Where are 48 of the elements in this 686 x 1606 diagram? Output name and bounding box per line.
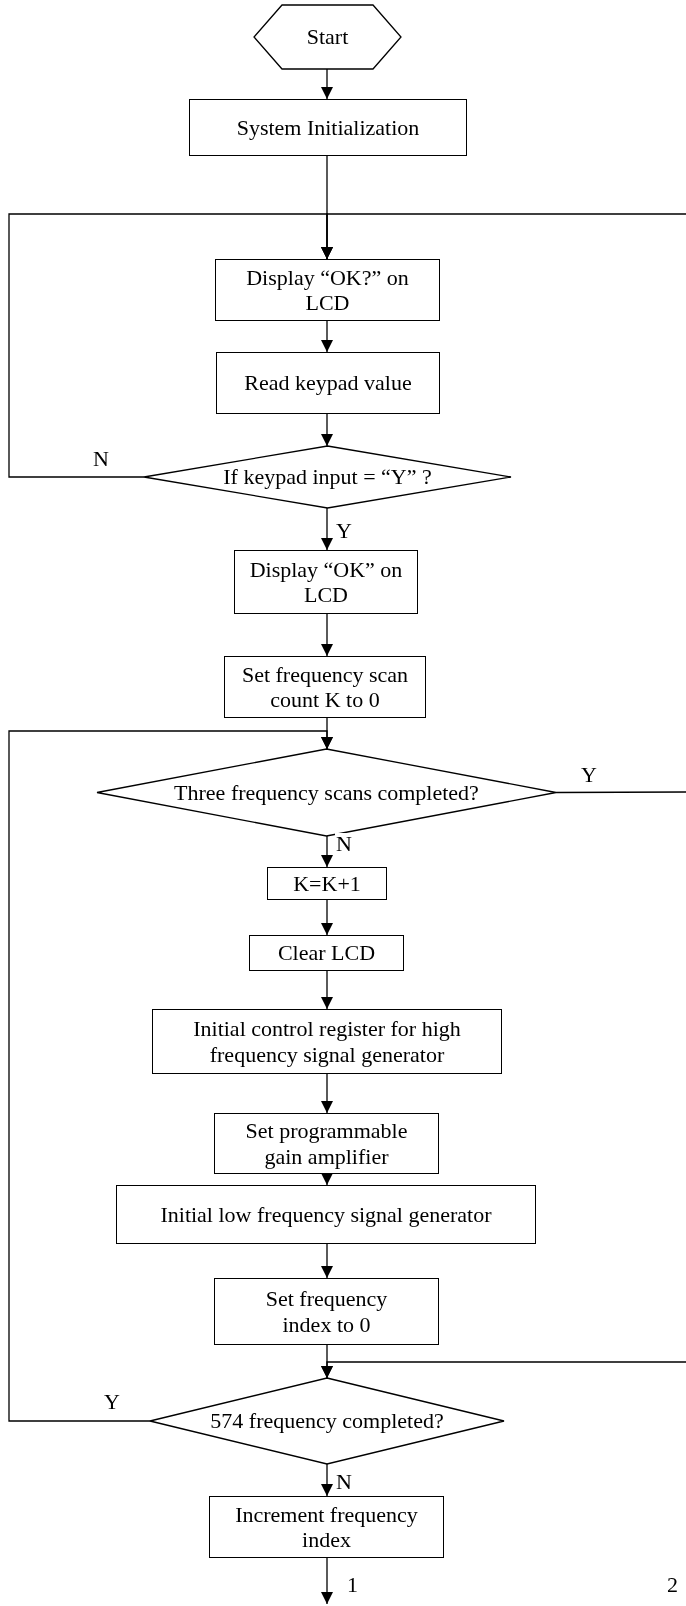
flow-arrow	[321, 1073, 333, 1114]
step-text: Three frequency scans completed?	[174, 779, 479, 806]
decision-diamond	[97, 749, 556, 836]
process-box	[224, 656, 426, 718]
terminal-hexagon	[254, 5, 401, 69]
process-box	[214, 1113, 439, 1174]
step-text: Initial control register for high frequency signal generator	[192, 1016, 462, 1067]
process-box	[116, 1185, 536, 1244]
step-text: Display “OK?” on LCD	[245, 264, 410, 316]
process-box	[152, 1009, 502, 1074]
flow-arrow	[321, 1361, 686, 1379]
process-box	[189, 99, 467, 156]
flow-arrow	[321, 970, 333, 1010]
flow-arrow	[321, 899, 333, 936]
flow-arrow	[321, 1557, 333, 1605]
flow-arrow	[321, 835, 333, 868]
process-box	[267, 867, 387, 900]
process-box	[216, 352, 440, 414]
step-text: K=K+1	[293, 870, 361, 897]
process-box	[234, 550, 418, 614]
step-text: Read keypad value	[244, 370, 412, 396]
process-box	[209, 1496, 444, 1558]
flow-arrow	[321, 1173, 333, 1186]
step-text: Clear LCD	[277, 940, 376, 966]
decision-diamond	[150, 1378, 504, 1464]
step-text: If keypad input = “Y” ?	[223, 464, 432, 490]
decision-diamond	[144, 446, 511, 508]
step-text: Display “OK” on LCD	[248, 556, 404, 608]
step-text: Set frequency index to 0	[264, 1286, 389, 1337]
step-text: 574 frequency completed?	[210, 1408, 444, 1434]
flow-arrow	[321, 213, 686, 260]
step-text: Start	[306, 24, 349, 50]
flow-arrow	[321, 320, 333, 353]
process-box	[249, 935, 404, 971]
step-text: Set programmable gain amplifier	[244, 1118, 409, 1169]
step-text: Initial low frequency signal generator	[160, 1201, 492, 1228]
flow-arrow	[8, 730, 333, 1422]
flow-arrow	[321, 507, 333, 551]
flow-arrow	[321, 613, 333, 657]
step-text: Set frequency scan count K to 0	[240, 661, 410, 713]
flow-arrow	[321, 1243, 333, 1279]
flow-arrow	[321, 68, 333, 100]
step-text: System Initialization	[236, 114, 420, 141]
flow-arrow	[321, 1463, 333, 1497]
step-text: Increment frequency index	[234, 1501, 419, 1553]
process-box	[215, 259, 440, 321]
process-box	[214, 1278, 439, 1345]
flow-arrow	[321, 413, 333, 447]
